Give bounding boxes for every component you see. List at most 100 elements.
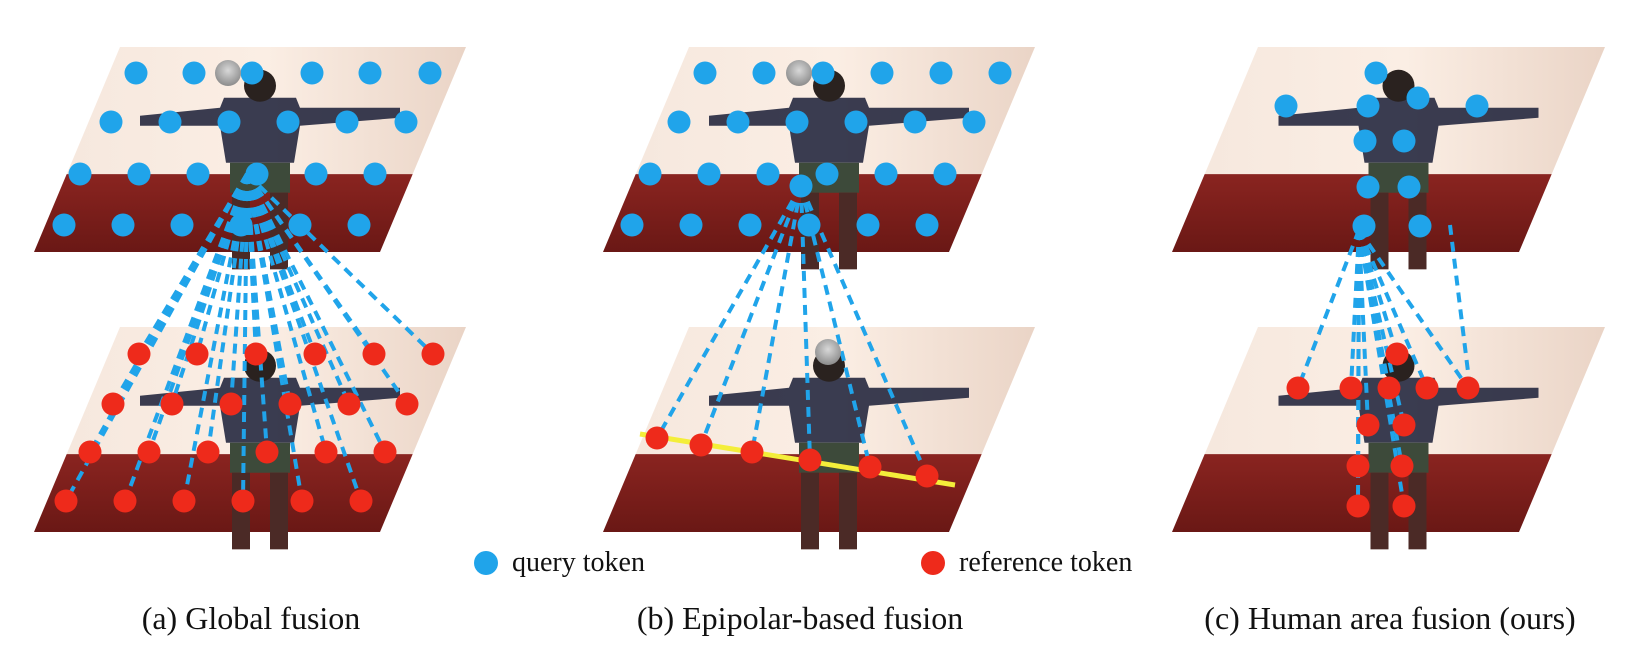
panel-1-reference-token-13 (78, 440, 102, 464)
panel-1-query-token-6 (418, 61, 442, 85)
panel-3-reference-token-4 (1377, 376, 1401, 400)
panel-1-reference-token-19 (54, 489, 78, 513)
panel-1-query-token-1 (124, 61, 148, 85)
legend-query-label: query token (512, 547, 645, 578)
panel-1-reference-token-10 (278, 392, 302, 416)
panel-1-query-token-14 (127, 162, 151, 186)
panel-1-query-token-9 (217, 110, 241, 134)
panel-1-query-token-13 (68, 162, 92, 186)
panel-1-query-token-20 (111, 213, 135, 237)
panel-2-query-token-2 (752, 61, 776, 85)
panel-1-attention-line-17 (245, 173, 328, 453)
panel-3-query-token-5 (1406, 86, 1430, 110)
panel-2-attention-line-3 (750, 185, 803, 453)
panel-2-attention-line-1 (655, 185, 803, 439)
panel-3-bottom-floor (1172, 454, 1552, 532)
panel-1-query-token-2 (182, 61, 206, 85)
panel-2-query-token-17 (874, 162, 898, 186)
legend-reference-label: reference token (959, 547, 1133, 578)
panel-3-query-token-4 (1465, 94, 1489, 118)
panel-2-attention-line-2 (699, 185, 803, 446)
panel-1-query-token-23 (288, 213, 312, 237)
panel-3-top-image-plane (1172, 47, 1605, 270)
panel-2-query-token-3 (811, 61, 835, 85)
panel-3-attention-line-5 (1357, 229, 1429, 389)
panel-1-reference-token-16 (255, 440, 279, 464)
panel-3-top-floor (1172, 174, 1552, 252)
reference-token-icon (921, 551, 945, 575)
panel-3-reference-token-10 (1390, 454, 1414, 478)
panel-1-query-token-17 (304, 162, 328, 186)
panel-2-query-token-10 (844, 110, 868, 134)
panel-3-attention-line-12 (1357, 229, 1406, 507)
panel-2-top-person-torso (709, 97, 969, 163)
panel-2-reference-token-6 (915, 464, 939, 488)
panel-2-face-blur-icon-bottom (815, 339, 841, 365)
panel-1-query-token-4 (300, 61, 324, 85)
panel-3-reference-token-3 (1339, 376, 1363, 400)
panel-2-query-token-23 (856, 213, 880, 237)
panel-2-reference-token-1 (645, 426, 669, 450)
panel-1-reference-token-17 (314, 440, 338, 464)
panel-3-reference-token-11 (1346, 494, 1370, 518)
panel-1-reference-token-15 (196, 440, 220, 464)
panel-1-query-token-12 (394, 110, 418, 134)
panel-3-query-token-10 (1352, 214, 1376, 238)
panel-3-reference-token-12 (1392, 494, 1416, 518)
panel-1-reference-token-6 (421, 342, 445, 366)
panel-1-attention-line-16 (245, 173, 269, 453)
panel-1-reference-token-7 (101, 392, 125, 416)
panel-3-attention-line-7 (1357, 229, 1370, 426)
panel-1-attention-line-7 (111, 172, 249, 406)
panel-2-query-token-20 (679, 213, 703, 237)
panel-1-reference-token-3 (244, 342, 268, 366)
panel-2-top-person-right-leg (839, 192, 857, 270)
panel-3-query-token-3 (1356, 94, 1380, 118)
panel-3-attention-line-2 (1296, 229, 1361, 389)
panel-1-reference-token-5 (362, 342, 386, 366)
panel-1-reference-token-12 (395, 392, 419, 416)
panel-1-query-token-24 (347, 213, 371, 237)
caption-global-fusion: (a) Global fusion (141, 600, 361, 636)
panel-2-bottom-person-left-leg (801, 472, 819, 550)
panel-3-reference-token-9 (1346, 454, 1370, 478)
panel-2-query-token-22 (797, 213, 821, 237)
panel-1-reference-token-8 (160, 392, 184, 416)
panel-1-reference-token-1 (127, 342, 151, 366)
panel-3-reference-token-2 (1286, 376, 1310, 400)
panel-1-reference-token-14 (137, 440, 161, 464)
panel-1-reference-token-4 (303, 342, 327, 366)
panel-1-query-token-11 (335, 110, 359, 134)
panel-2-bottom-person-torso (709, 377, 969, 443)
panel-1-query-token-19 (52, 213, 76, 237)
panel-1-query-token-3 (240, 61, 264, 85)
panel-1-attention-line-2 (195, 173, 249, 355)
panel-2-reference-token-4 (798, 448, 822, 472)
panel-2-query-token-8 (726, 110, 750, 134)
query-token-icon (474, 551, 498, 575)
panel-3-attention-line-6 (1357, 228, 1470, 390)
panel-1-reference-token-22 (231, 489, 255, 513)
panel-1-query-token-10 (276, 110, 300, 134)
panel-1-bottom-floor (34, 454, 413, 532)
panel-1-attention-line-6 (245, 172, 435, 356)
panel-1-face-blur-icon (215, 60, 241, 86)
panel-1-attention-line-15 (206, 173, 249, 453)
panel-1-query-token-5 (358, 61, 382, 85)
panel-1-query-token-8 (158, 110, 182, 134)
panel-2-query-token-6 (988, 61, 1012, 85)
panel-1-reference-token-11 (337, 392, 361, 416)
panel-2-selected-query-token (789, 174, 813, 198)
panel-2-query-token-24 (915, 213, 939, 237)
panel-3-reference-token-7 (1356, 413, 1380, 437)
panel-2-face-blur-icon (786, 60, 812, 86)
panel-2-query-token-9 (785, 110, 809, 134)
panel-3-query-token-6 (1353, 129, 1377, 153)
panel-1-reference-token-9 (219, 392, 243, 416)
panel-1-attention-line-18 (245, 173, 387, 453)
legend-reference: reference token (921, 547, 1132, 579)
panel-2-query-token-13 (638, 162, 662, 186)
panel-2-attention-line-4 (799, 185, 812, 461)
panel-2-query-token-19 (620, 213, 644, 237)
